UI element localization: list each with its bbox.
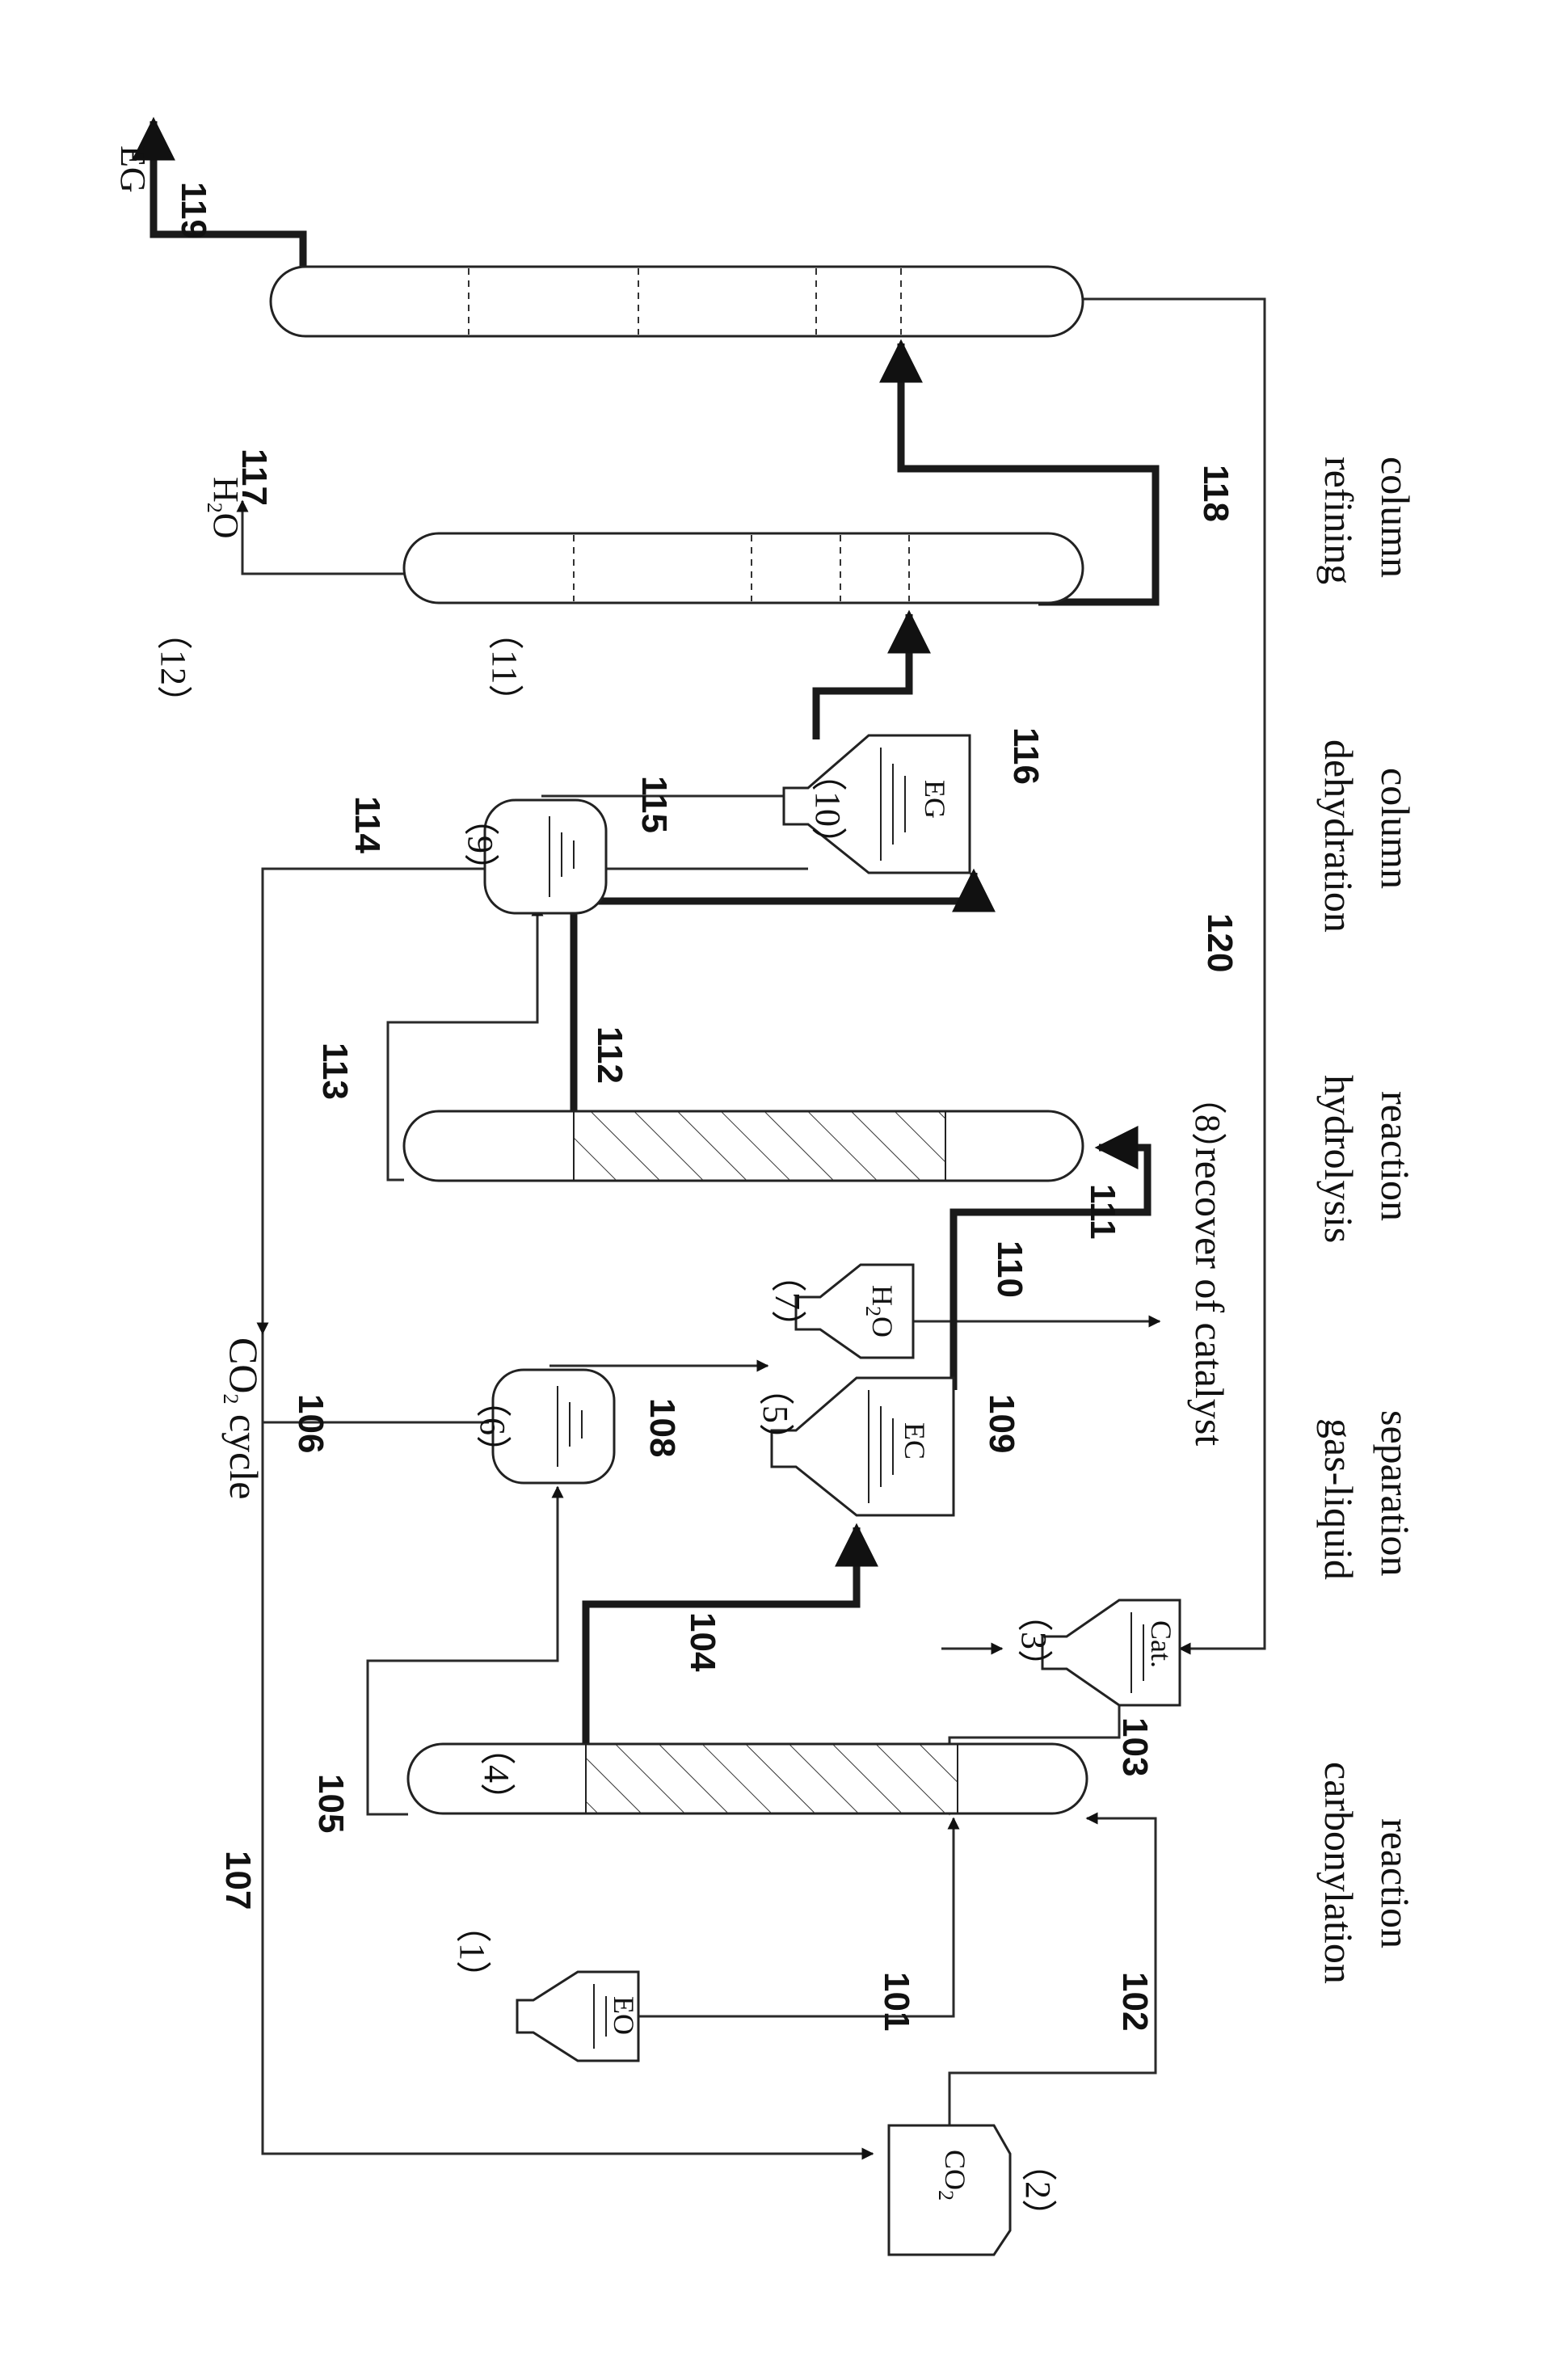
product-water-sub: 2 (203, 503, 226, 513)
line-120-route (1083, 299, 1265, 1649)
content-co2-main: CO (939, 2150, 971, 2190)
num-120: 120 (1200, 913, 1240, 972)
caption-refining-1: refining (1316, 457, 1362, 584)
thick-lines (154, 121, 1156, 1770)
content-h2o-tail: O (866, 1316, 899, 1337)
content-eg: EG (919, 780, 951, 819)
unit-label-1: （1） (453, 1907, 492, 1996)
line-112 (574, 873, 974, 1144)
column-11 (404, 533, 1083, 603)
num-105: 105 (311, 1774, 351, 1833)
caption-gas-liquid-1: gas-liquid (1316, 1418, 1362, 1580)
num-110: 110 (990, 1241, 1029, 1298)
content-h2o-sub: 2 (861, 1306, 885, 1316)
num-104: 104 (683, 1612, 722, 1672)
unit-label-7: （7） (768, 1257, 807, 1346)
unit-label-12: （12） (154, 614, 193, 721)
caption-carbonylation-2: reaction (1373, 1818, 1418, 1948)
num-114: 114 (347, 796, 387, 854)
product-water: H2O (203, 477, 246, 539)
content-ec: EC (899, 1422, 931, 1460)
num-107: 107 (218, 1851, 258, 1910)
num-112: 112 (590, 1026, 629, 1084)
product-water-main: H (206, 477, 246, 503)
co2-cycle-tail: cycle (221, 1404, 267, 1499)
num-108: 108 (642, 1398, 682, 1457)
co2-cycle-sub: 2 (219, 1393, 242, 1404)
annotations: CO2 cycle recover of catalyst (219, 1148, 1232, 1499)
num-111: 111 (1083, 1184, 1122, 1240)
unit-label-2: （2） (1018, 2146, 1058, 2235)
num-115: 115 (634, 776, 674, 833)
caption-gas-liquid-2: separation (1373, 1410, 1418, 1576)
num-119: 119 (174, 182, 213, 239)
num-118: 118 (1196, 465, 1236, 522)
line-116 (816, 614, 909, 739)
caption-hydrolysis-1: hydrolysis (1316, 1075, 1362, 1243)
num-116: 116 (1006, 727, 1046, 785)
num-106: 106 (291, 1394, 331, 1453)
caption-hydrolysis-2: reaction (1373, 1091, 1418, 1221)
separator-9 (485, 800, 606, 913)
caption-carbonylation-1: carbonylation (1316, 1762, 1362, 1984)
unit-label-9: （9） (461, 800, 500, 889)
co2-cycle-main: CO (221, 1337, 267, 1393)
co2-cycle-label: CO2 cycle (219, 1337, 267, 1499)
unit-label-4: （4） (477, 1729, 516, 1818)
num-109: 109 (982, 1394, 1021, 1453)
content-co2-sub: 2 (934, 2190, 958, 2201)
caption-dehydration-2: column (1373, 768, 1418, 889)
content-h2o-main: H (866, 1285, 899, 1306)
num-113: 113 (315, 1043, 355, 1100)
unit-label-3: （3） (1014, 1596, 1054, 1685)
line-114 (263, 869, 808, 1333)
product-eg: EG (113, 145, 153, 193)
content-eo: EO (608, 1996, 640, 2035)
num-101: 101 (877, 1972, 916, 2031)
content-cat: Cat. (1145, 1620, 1177, 1668)
recover-catalyst-label: recover of catalyst (1187, 1148, 1232, 1446)
unit-label-10: （10） (808, 756, 848, 862)
unit-label-11: （11） (485, 614, 524, 719)
unit-label-5: （5） (756, 1370, 795, 1459)
captions: carbonylation reaction gas-liquid separa… (1316, 457, 1418, 1984)
reactor-8 (404, 1111, 1083, 1181)
caption-dehydration-1: dehydration (1316, 739, 1362, 933)
line-117 (242, 501, 404, 574)
tank-7 (796, 1265, 913, 1358)
caption-refining-2: column (1373, 457, 1418, 578)
unit-label-6: （6） (473, 1382, 512, 1471)
column-12 (271, 267, 1083, 336)
num-102: 102 (1115, 1972, 1155, 2031)
product-water-tail: O (206, 513, 246, 539)
num-103: 103 (1115, 1717, 1155, 1776)
